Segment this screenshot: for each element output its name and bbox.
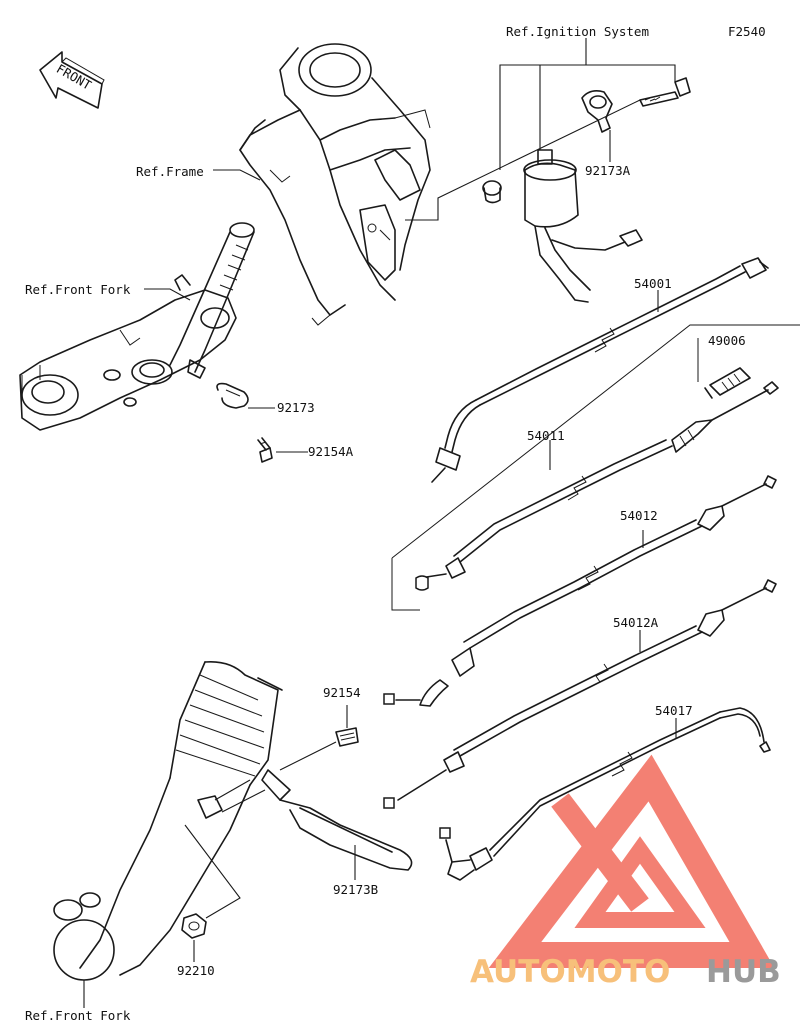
part-54012-label: 54012 [620,508,658,523]
frame-drawing [239,43,431,326]
fork-bracket-leader [214,779,266,813]
part-54017-label: 54017 [655,703,693,718]
part-54012A-label: 54012A [613,615,659,630]
cable-54012-drawing [383,475,777,707]
ignition-coil-drawing [482,77,691,303]
fork-leg-drawing [53,660,283,981]
nut-92210-drawing [181,913,207,939]
part-49006-label: 49006 [708,333,746,348]
adjuster-49006-drawing [704,367,751,399]
assembly-box-outline [391,324,800,611]
part-54011-label: 54011 [527,428,565,443]
ref-front-fork-bottom-label: Ref.Front Fork [25,1008,131,1023]
part-92173A-label: 92173A [585,163,631,178]
bolt-92154A-drawing [257,437,273,463]
cable-54017-drawing [439,707,771,881]
front-arrow-icon: FRONT [39,51,105,109]
watermark-brand-part2: HUB [706,954,781,990]
part-54001-label: 54001 [634,276,672,291]
diagram-code: F2540 [728,24,766,39]
clamp-92173-drawing [216,382,249,409]
ref-front-fork-top-label: Ref.Front Fork [25,282,131,297]
p92154-dash-leader [279,741,337,771]
front-fork-top-leader [144,288,191,301]
bolt-92154-drawing [335,727,359,747]
ignition-ref-leader [405,38,676,221]
part-92173-label: 92173 [277,400,315,415]
ref-ignition-label: Ref.Ignition System [506,24,649,39]
part-92154A-label: 92154A [308,444,354,459]
cable-54001-drawing [431,257,769,483]
bracket-92173B-drawing [261,769,413,871]
cable-54011-drawing [415,381,779,591]
frame-leader [213,169,261,181]
ref-frame-label: Ref.Frame [136,164,204,179]
watermark-logo [488,754,775,968]
watermark-brand-text: AUTOMOTO HUB [470,954,781,990]
part-92154-label: 92154 [323,685,361,700]
triple-clamp-drawing [19,222,255,431]
cable-54012A-drawing [383,579,777,809]
nut-assembly-leader [184,824,241,919]
part-92173B-label: 92173B [333,882,378,897]
part-92210-label: 92210 [177,963,215,978]
watermark-brand-part1: AUTOMOTO [470,954,670,990]
